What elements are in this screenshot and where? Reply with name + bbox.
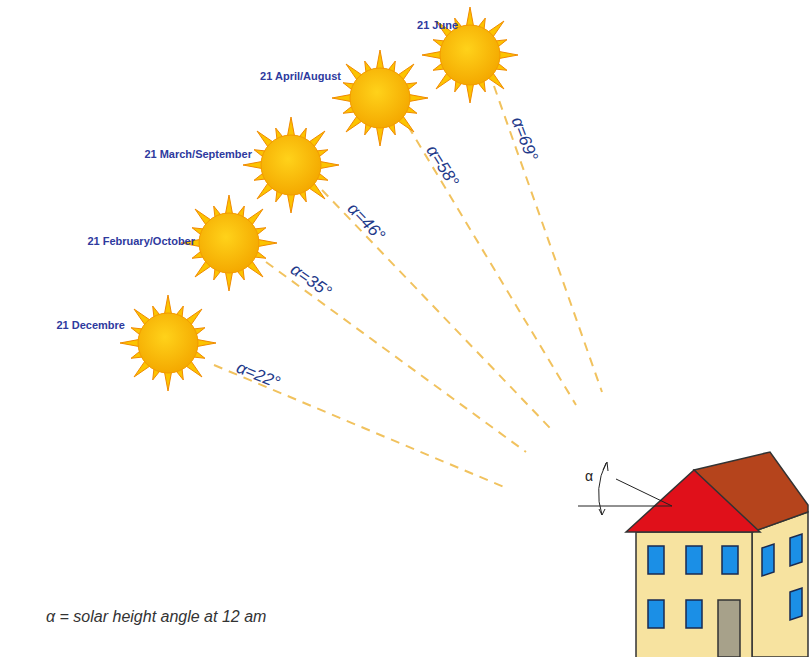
house-door bbox=[718, 600, 740, 657]
sun-disc bbox=[138, 313, 198, 373]
house-front-wall bbox=[636, 532, 752, 657]
angle-marker bbox=[578, 462, 672, 515]
sun bbox=[120, 295, 216, 391]
suns bbox=[120, 7, 518, 391]
house-roof-front bbox=[626, 470, 760, 532]
sun-disc bbox=[261, 135, 321, 195]
sun bbox=[181, 195, 277, 291]
sun bbox=[243, 117, 339, 213]
angle-label: α=58° bbox=[422, 142, 463, 191]
caption: α = solar height angle at 12 am bbox=[46, 608, 266, 626]
house-side-wall bbox=[752, 512, 808, 657]
house bbox=[626, 452, 808, 657]
angle-label: α=22° bbox=[233, 358, 283, 394]
date-label: 21 April/August bbox=[260, 70, 341, 82]
date-label: 21 Decembre bbox=[57, 319, 126, 331]
sun bbox=[332, 50, 428, 146]
sun-ray-line bbox=[322, 190, 550, 428]
sun-disc bbox=[440, 25, 500, 85]
sun-rays bbox=[214, 86, 602, 487]
date-label: 21 June bbox=[417, 19, 458, 31]
sun-ray-line bbox=[408, 126, 576, 405]
angle-label: α=35° bbox=[286, 260, 335, 302]
date-label: 21 March/September bbox=[144, 148, 252, 160]
sun-ray-line bbox=[266, 262, 526, 452]
sun-disc bbox=[350, 68, 410, 128]
date-label: 21 February/October bbox=[87, 235, 195, 247]
sun-ray-line bbox=[494, 86, 602, 392]
angle-symbol: α bbox=[585, 468, 593, 484]
angle-label: α=46° bbox=[343, 199, 389, 246]
sun-disc bbox=[199, 213, 259, 273]
